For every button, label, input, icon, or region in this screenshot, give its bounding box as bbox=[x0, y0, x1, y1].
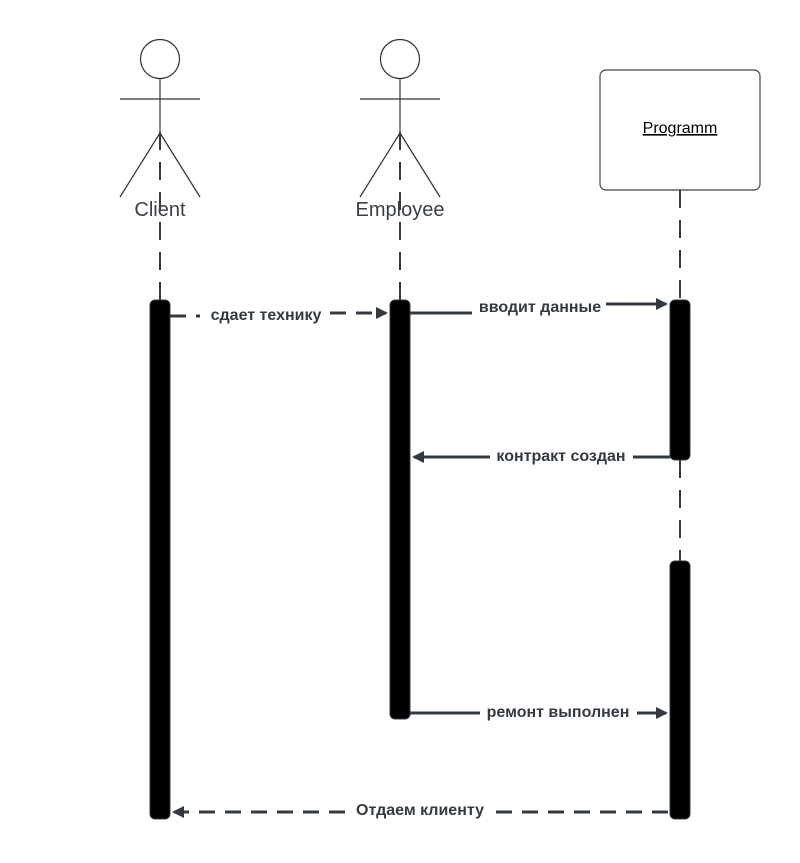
message-label: Отдаем клиенту bbox=[356, 802, 484, 819]
activation-bar-client[interactable] bbox=[149, 299, 171, 820]
actor-leg-left-icon bbox=[119, 132, 161, 198]
message-1[interactable]: сдает технику bbox=[170, 307, 388, 324]
actor-label-client: Client bbox=[134, 199, 186, 221]
message-label: сдает технику bbox=[211, 307, 322, 324]
message-5[interactable]: Отдаем клиенту bbox=[172, 802, 670, 819]
activation-bar-employee[interactable] bbox=[389, 299, 411, 720]
actor-client[interactable]: Client bbox=[119, 38, 201, 222]
message-label: вводит данные bbox=[479, 299, 601, 316]
actor-head-icon bbox=[379, 38, 421, 80]
activation-bar-programm-1[interactable] bbox=[669, 299, 691, 461]
actor-head-icon bbox=[139, 38, 181, 80]
message-3[interactable]: контракт создан bbox=[412, 448, 670, 465]
message-label: контракт создан bbox=[496, 448, 625, 465]
actor-label-employee: Employee bbox=[356, 199, 445, 221]
object-programm[interactable]: Programm bbox=[599, 69, 761, 191]
actor-leg-left-icon bbox=[359, 132, 401, 198]
object-label-programm: Programm bbox=[643, 120, 718, 137]
message-2[interactable]: вводит данные bbox=[410, 298, 668, 316]
object-box bbox=[599, 69, 761, 191]
actor-employee[interactable]: Employee bbox=[356, 38, 445, 222]
message-label: ремонт выполнен bbox=[487, 704, 630, 721]
actor-leg-right-icon bbox=[159, 132, 201, 198]
message-4[interactable]: ремонт выполнен bbox=[410, 704, 668, 721]
activation-bar-programm-2[interactable] bbox=[669, 560, 691, 820]
actor-leg-right-icon bbox=[399, 132, 441, 198]
